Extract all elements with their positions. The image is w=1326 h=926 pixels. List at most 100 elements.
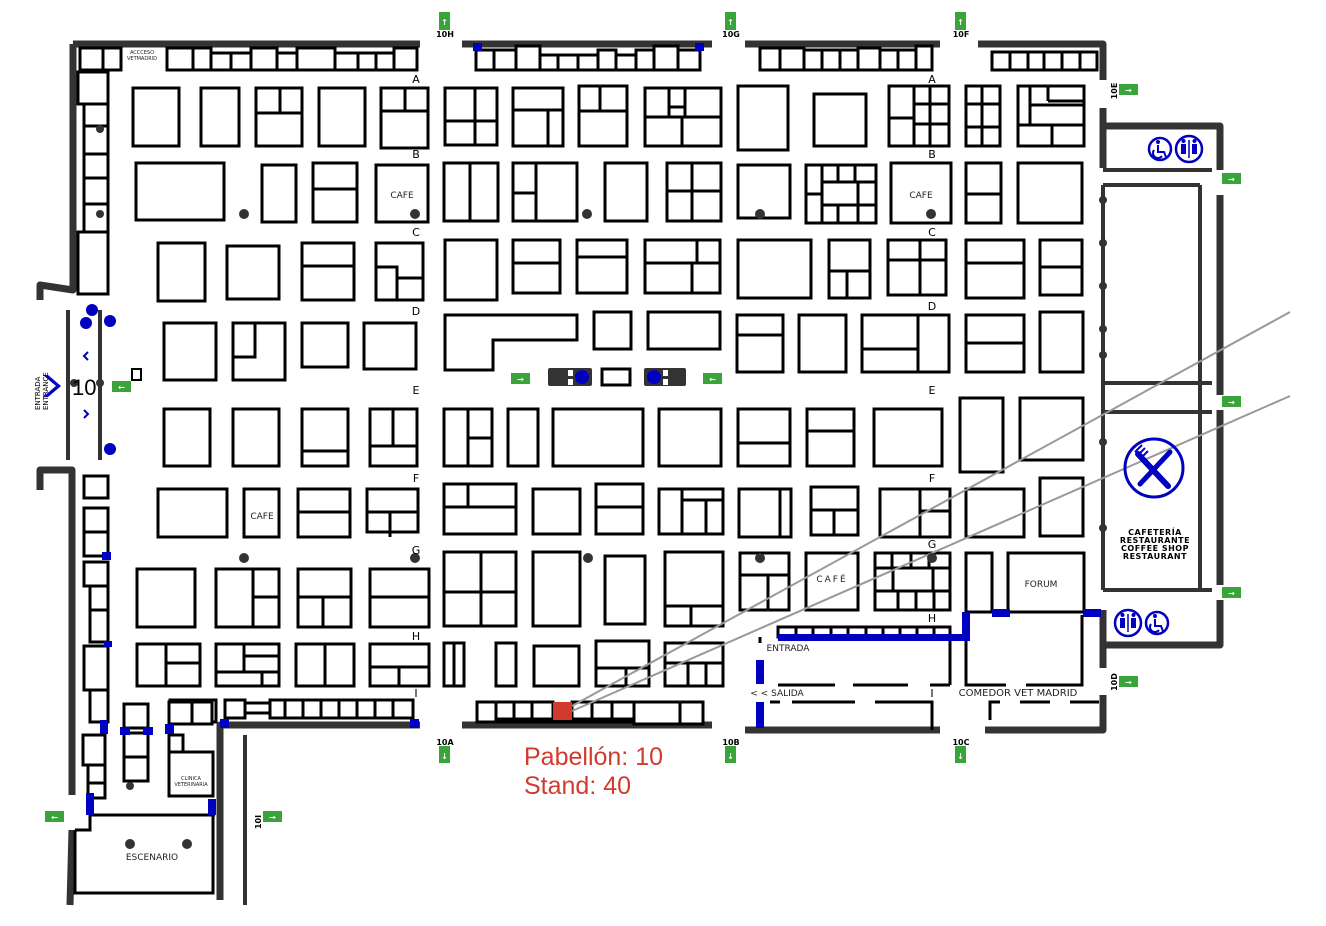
- svg-text:B: B: [928, 148, 936, 161]
- hall-walls: [36, 40, 1224, 906]
- svg-text:→: →: [1228, 175, 1235, 184]
- stand-row-cd[interactable]: [156, 238, 1084, 303]
- svg-text:CAFETERÍA: CAFETERÍA: [1128, 526, 1182, 537]
- exit-sign-icon: ←: [703, 373, 722, 384]
- svg-text:C: C: [412, 226, 420, 239]
- svg-text:E: E: [413, 384, 420, 397]
- svg-text:10C: 10C: [952, 738, 969, 747]
- svg-text:COFFEE SHOP: COFFEE SHOP: [1121, 544, 1189, 553]
- wheelchair-icon: [1144, 610, 1170, 636]
- svg-text:↑: ↑: [727, 18, 734, 27]
- exit-sign-icon: ←: [45, 811, 64, 822]
- svg-text:F: F: [929, 472, 935, 485]
- svg-text:I: I: [414, 687, 417, 700]
- svg-text:→: →: [1125, 86, 1132, 95]
- exit-sign-icon: →: [1119, 676, 1138, 687]
- stand-row-ef[interactable]: [162, 396, 1085, 474]
- svg-text:C: C: [928, 226, 936, 239]
- area-labels: CAFE CAFE CAFE CAFÉ FORUM COMEDOR VET MA…: [126, 50, 1078, 863]
- svg-text:↑: ↑: [441, 18, 448, 27]
- svg-text:RESTAURANTE: RESTAURANTE: [1120, 536, 1190, 545]
- cafe-label: CAFE: [909, 191, 933, 201]
- svg-text:CLINICA: CLINICA: [181, 776, 201, 782]
- info-icon: [86, 304, 98, 316]
- restroom-icon: [1174, 134, 1204, 164]
- svg-text:H: H: [412, 630, 420, 643]
- svg-text:↓: ↓: [957, 752, 964, 761]
- svg-text:ENTRANCE: ENTRANCE: [42, 372, 50, 410]
- exit-sign-icon: →: [1222, 173, 1241, 184]
- svg-text:E: E: [929, 384, 936, 397]
- svg-text:ENTRADA: ENTRADA: [34, 376, 42, 410]
- blue-door-markers: [86, 43, 1101, 815]
- restroom-icon: [1113, 608, 1143, 638]
- top-wall-stands: [165, 44, 1099, 72]
- svg-text:↓: ↓: [441, 752, 448, 761]
- exit-sign-icon: →: [1119, 84, 1138, 95]
- svg-text:F: F: [413, 472, 419, 485]
- exit-sign-icon: →: [511, 373, 530, 384]
- cafe-label: CAFE: [250, 512, 274, 522]
- svg-text:←: ←: [709, 375, 716, 384]
- stand-row-de[interactable]: [162, 310, 1085, 382]
- svg-text:←: ←: [51, 813, 58, 822]
- exit-sign-icon: ←: [112, 381, 131, 392]
- salida-label: < < SALIDA: [750, 689, 804, 699]
- svg-text:↓: ↓: [727, 752, 734, 761]
- svg-text:↑: ↑: [957, 18, 964, 27]
- stand-info-label: Pabellón: 10 Stand: 40: [524, 743, 663, 801]
- svg-text:→: →: [1125, 678, 1132, 687]
- info-icon: [104, 315, 116, 327]
- pavilion-label: Pabellón: 10: [524, 743, 664, 771]
- svg-text:10I: 10I: [254, 815, 263, 829]
- selected-stand-40[interactable]: [553, 702, 572, 720]
- svg-text:B: B: [412, 148, 420, 161]
- svg-text:VETERINARIA: VETERINARIA: [174, 782, 208, 788]
- svg-text:10F: 10F: [953, 30, 970, 39]
- svg-text:10E: 10E: [1110, 83, 1119, 100]
- chevron-left-icon: [82, 351, 89, 361]
- svg-text:G: G: [928, 538, 937, 551]
- exit-sign-icon: ↑: [439, 12, 450, 30]
- svg-text:←: ←: [118, 383, 125, 392]
- main-entrance[interactable]: ENTRADA ENTRANCE 10: [34, 304, 142, 455]
- central-kiosk: [548, 367, 686, 387]
- info-icon: [80, 317, 92, 329]
- svg-text:→: →: [517, 375, 524, 384]
- stand-row-fg[interactable]: [156, 476, 1085, 539]
- exit-sign-icon: →: [1222, 396, 1241, 407]
- exit-sign-icon: ↑: [955, 12, 966, 30]
- svg-text:10A: 10A: [436, 738, 454, 747]
- svg-text:H: H: [928, 612, 936, 625]
- left-wall-stands: [76, 46, 123, 724]
- svg-text:ACCCESO: ACCCESO: [130, 50, 154, 56]
- comedor-label: COMEDOR VET MADRID: [959, 688, 1078, 699]
- svg-text:→: →: [1228, 589, 1235, 598]
- svg-text:→: →: [269, 813, 276, 822]
- stand-row-bc[interactable]: [134, 161, 1084, 225]
- cafeteria-restaurant[interactable]: CAFETERÍA RESTAURANTE COFFEE SHOP RESTAU…: [1120, 437, 1190, 561]
- svg-text:10H: 10H: [436, 30, 454, 39]
- svg-text:A: A: [412, 73, 420, 86]
- svg-text:10D: 10D: [1110, 673, 1119, 691]
- stand-row-ab[interactable]: [131, 84, 1086, 152]
- svg-text:10B: 10B: [722, 738, 739, 747]
- lower-right-area: [758, 610, 1099, 730]
- svg-text:G: G: [412, 544, 421, 557]
- stand-label: Stand: 40: [524, 772, 632, 800]
- exit-sign-icon: ↑: [725, 12, 736, 30]
- svg-text:RESTAURANT: RESTAURANT: [1123, 552, 1187, 561]
- restaurant-icon: [1123, 437, 1185, 499]
- emergency-exits: ↑ 10H ↑ 10G ↑ 10F 10E → → → → 10D → 10A …: [45, 12, 1241, 829]
- lower-left-area: [73, 700, 215, 895]
- exit-sign-icon: →: [1222, 587, 1241, 598]
- exit-sign-icon: ↓: [439, 746, 450, 763]
- cafe-label: CAFE: [390, 191, 414, 201]
- svg-text:D: D: [928, 300, 936, 313]
- svg-text:→: →: [1228, 398, 1235, 407]
- pillars: [70, 125, 1107, 563]
- stand-row-hi[interactable]: [135, 639, 725, 688]
- exit-sign-icon: ↓: [955, 746, 966, 763]
- stand-row-gh[interactable]: [135, 550, 1086, 629]
